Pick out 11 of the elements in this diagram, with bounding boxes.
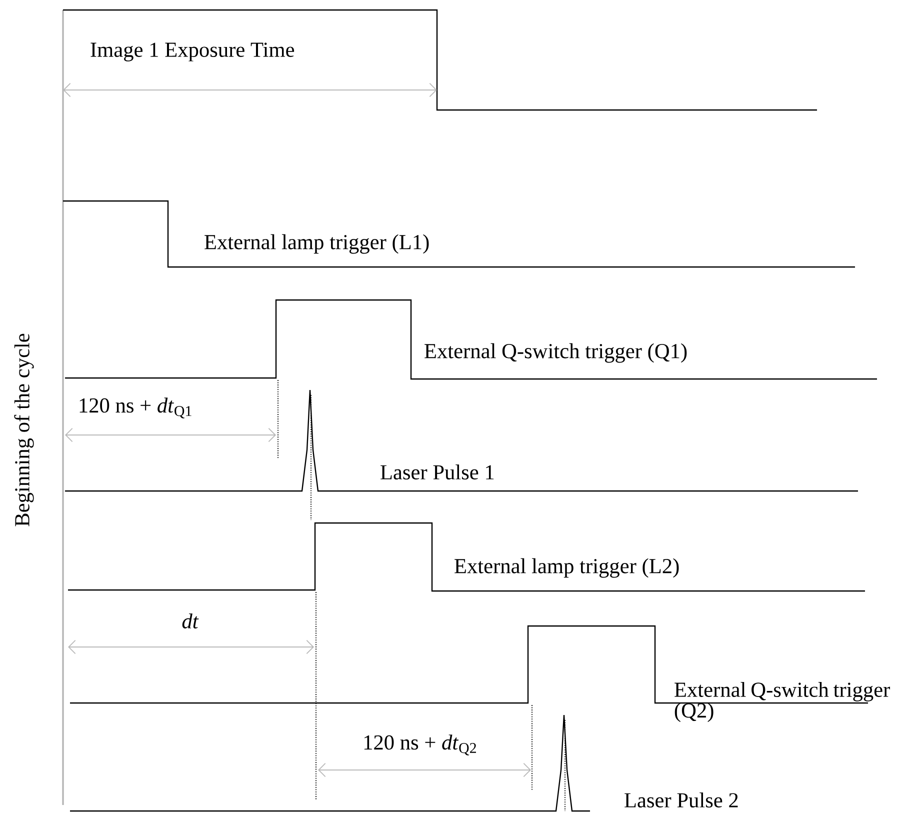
axis-label: Beginning of the cycle: [14, 334, 34, 526]
signal-label: External lamp trigger (L2): [454, 558, 679, 578]
signal-label: External lamp trigger (L1): [204, 234, 429, 254]
dimension-label: 120 ns + dt$_{Q1}$: [80, 398, 192, 418]
signal-label: Image 1 Exposure Time: [90, 42, 294, 62]
dimension-label: dt: [182, 614, 199, 628]
signal-label: Laser Pulse 2: [624, 792, 738, 808]
signal-label: External Q-switch trigger (Q2): [674, 682, 890, 722]
signal-label: Laser Pulse 1: [380, 464, 494, 480]
signal-label: External Q-switch trigger (Q1): [424, 343, 687, 363]
dimension-label: 120 ns + dt$_{Q2}$: [364, 734, 476, 756]
